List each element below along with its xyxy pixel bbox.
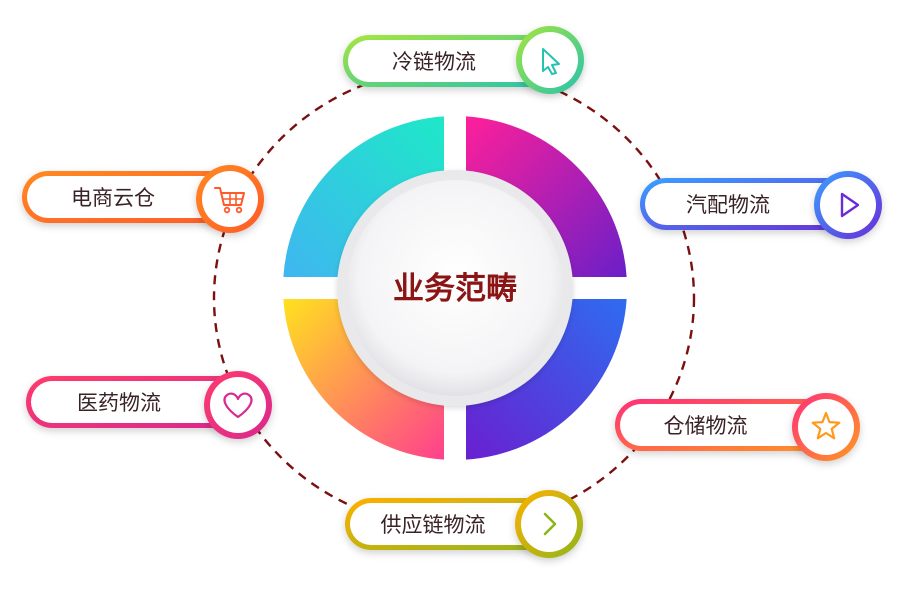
item-label: 汽配物流 xyxy=(686,193,770,217)
item-pill-inner xyxy=(348,40,554,82)
star-icon xyxy=(811,411,841,440)
chevron-right-icon xyxy=(543,512,557,536)
center-disc xyxy=(337,170,573,406)
item-icon-disc xyxy=(798,399,854,455)
item-label: 冷链物流 xyxy=(392,50,476,74)
item-pill-inner xyxy=(31,381,241,423)
item-label: 仓储物流 xyxy=(664,414,748,438)
shopping-cart-icon xyxy=(214,187,245,214)
item-pill-inner xyxy=(645,183,845,225)
item-label: 医药物流 xyxy=(77,391,161,415)
item-icon-disc xyxy=(521,496,577,552)
donut-segment-top-right xyxy=(466,116,627,277)
center-title: 业务范畴 xyxy=(393,271,517,307)
donut-segment-bottom-right xyxy=(466,299,627,460)
item-pill-inner xyxy=(350,503,550,545)
item-icon-disc xyxy=(210,377,266,433)
donut-segment-bottom-left xyxy=(283,299,444,460)
item-pharma: 医药物流 xyxy=(26,371,272,439)
item-cold-chain: 冷链物流 xyxy=(343,26,584,94)
cursor-arrow-icon xyxy=(542,48,560,75)
donut-segment-top-left xyxy=(283,116,444,277)
item-label: 供应链物流 xyxy=(381,513,486,537)
item-pill-inner xyxy=(620,404,825,446)
item-auto-parts: 汽配物流 xyxy=(640,171,882,239)
item-label: 电商云仓 xyxy=(71,186,155,210)
item-warehouse: 仓储物流 xyxy=(615,393,860,461)
heart-icon xyxy=(223,392,253,419)
item-icon-disc xyxy=(820,177,876,233)
item-pill-inner xyxy=(27,176,233,218)
item-supply-chain: 供应链物流 xyxy=(345,490,583,558)
donut-chart xyxy=(283,116,627,460)
item-ecommerce: 电商云仓 xyxy=(22,165,264,233)
item-icon-disc xyxy=(522,32,578,88)
play-triangle-icon xyxy=(840,192,860,218)
